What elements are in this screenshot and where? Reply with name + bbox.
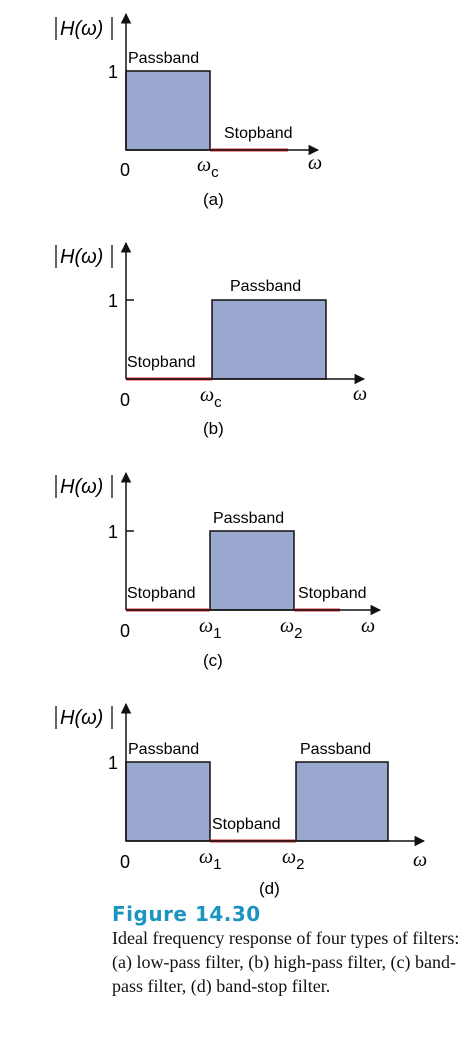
x-axis-label: ω (361, 615, 375, 637)
y-axis-label: H(ω) (60, 707, 103, 729)
passband-label: Passband (213, 510, 284, 527)
x-axis-label: ω (353, 383, 367, 405)
passband-label: Passband (230, 278, 301, 295)
y-axis-label: H(ω) (60, 476, 103, 498)
stopband-label: Stopband (127, 354, 196, 371)
passband-label: Passband (128, 50, 199, 67)
panel-tag: (b) (203, 419, 224, 438)
figure-title: Figure 14.30 (112, 902, 261, 926)
origin-label: 0 (120, 390, 130, 410)
passband-block (125, 70, 211, 151)
stopband-label-right: Stopband (298, 585, 367, 602)
omega-c-label: ωc (200, 384, 222, 411)
stopband-label-left: Stopband (127, 585, 196, 602)
passband-label-left: Passband (128, 741, 199, 758)
x-axis-label: ω (308, 152, 322, 174)
tick-label-one: 1 (108, 62, 118, 82)
panel-tag: (d) (259, 879, 280, 898)
passband-block (209, 530, 295, 611)
omega-1-label: ω1 (199, 846, 221, 873)
passband-block-right (295, 761, 389, 842)
panel-b-highpass: H(ω) 1 Passband Stopband 0 ωc ω (b) (55, 241, 367, 438)
y-axis-label: H(ω) (60, 18, 103, 40)
panel-tag: (c) (203, 651, 223, 670)
panel-d-bandstop: H(ω) 1 Passband Passband Stopband 0 ω1 ω… (55, 702, 427, 898)
stopband-label: Stopband (224, 125, 293, 142)
panel-tag: (a) (203, 190, 224, 209)
stopband-label: Stopband (212, 816, 281, 833)
panel-a-lowpass: H(ω) 1 Passband Stopband 0 ωc ω (a) (55, 12, 322, 209)
origin-label: 0 (120, 160, 130, 180)
y-axis-label: H(ω) (60, 246, 103, 268)
omega-1-label: ω1 (199, 615, 221, 642)
x-axis-label: ω (413, 849, 427, 871)
passband-label-right: Passband (300, 741, 371, 758)
figure-caption: Ideal frequency response of four types o… (112, 928, 460, 996)
tick-label-one: 1 (108, 291, 118, 311)
tick-label-one: 1 (108, 753, 118, 773)
omega-2-label: ω2 (280, 615, 302, 642)
tick-label-one: 1 (108, 522, 118, 542)
passband-block-left (125, 761, 211, 842)
omega-c-label: ωc (197, 154, 219, 181)
panel-c-bandpass: H(ω) 1 Passband Stopband Stopband 0 ω1 ω… (55, 471, 382, 670)
origin-label: 0 (120, 621, 130, 641)
origin-label: 0 (120, 852, 130, 872)
omega-2-label: ω2 (282, 846, 304, 873)
passband-block (211, 299, 327, 380)
